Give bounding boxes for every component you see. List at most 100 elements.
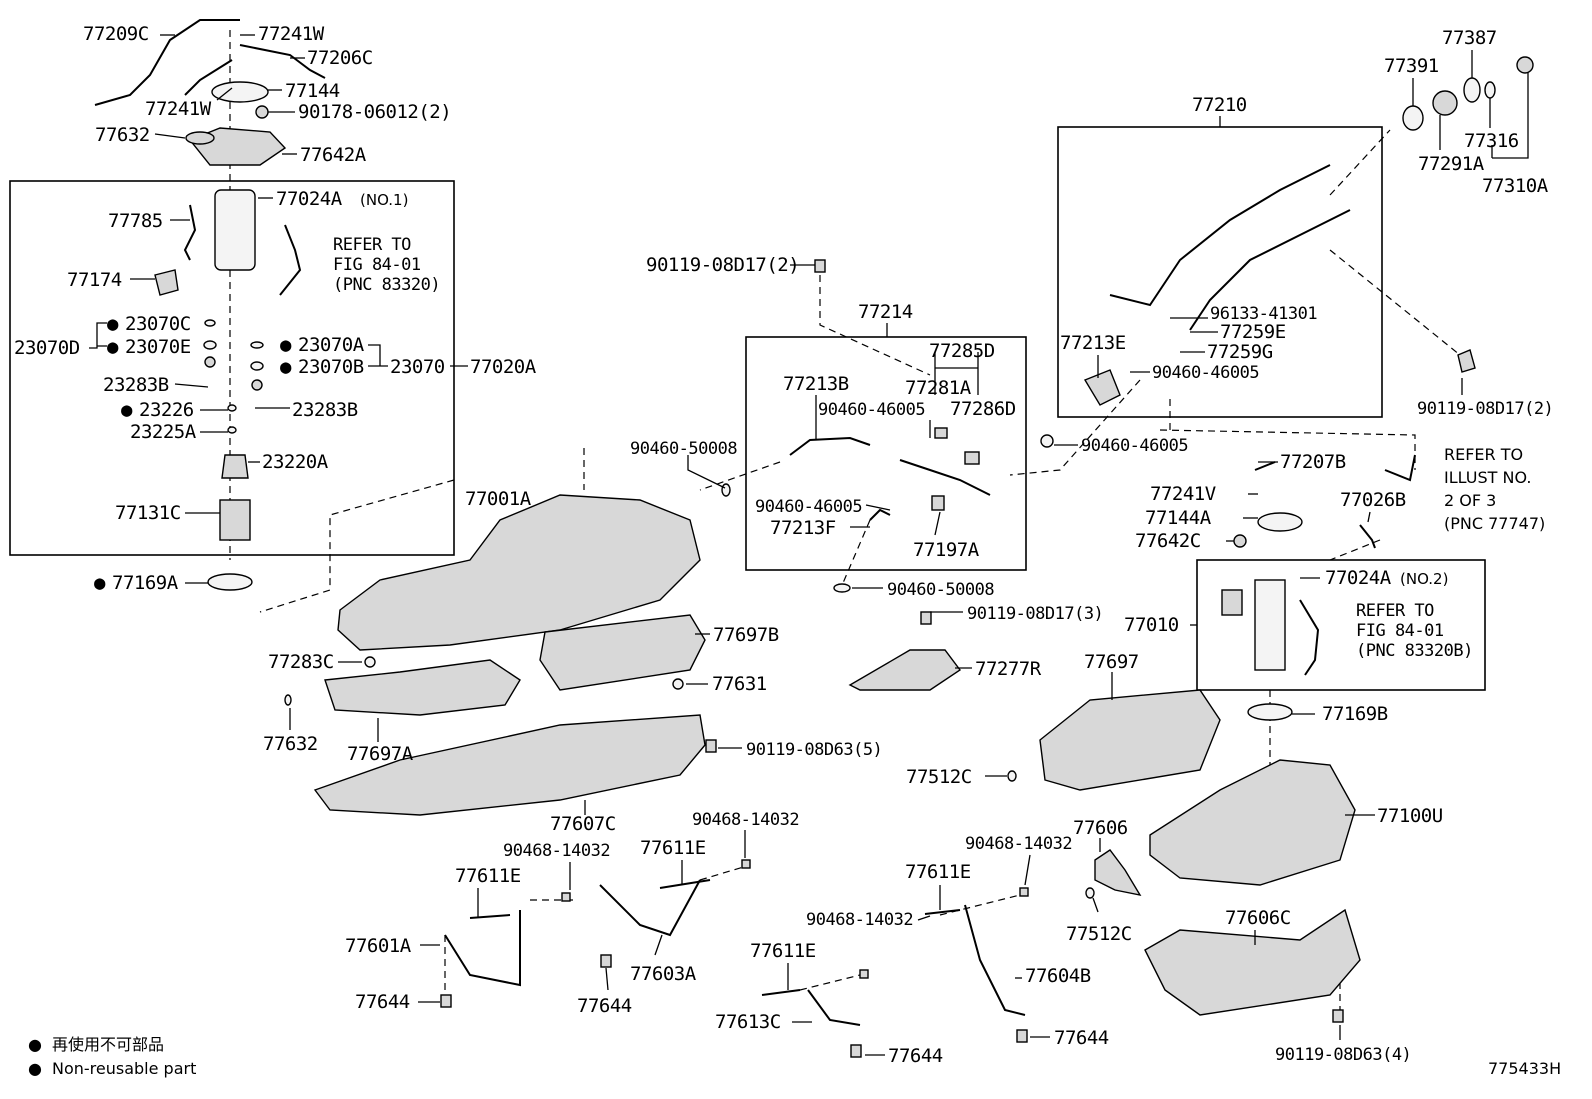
label-77207B: 77207B [1280,451,1346,473]
label-77642C: 77642C [1135,530,1201,552]
label-77613C: 77613C [715,1011,781,1033]
label-77310A: 77310A [1482,175,1549,197]
label-77603A: 77603A [630,963,697,985]
filler-pipe-77210 [1109,164,1331,307]
leader-lines [89,34,1529,1056]
bolt-90119-D63-4 [1332,1009,1344,1023]
label-77281A: 77281A [905,377,972,399]
refer-hose-sketch [1384,454,1416,482]
wire-77785 [183,204,197,261]
bolt-90119-D63-5 [705,739,717,753]
label-23070: 23070 [390,356,445,378]
label-90119-08D17-3: 90119-08D17(3) [967,604,1103,624]
marker-77169A: ● [94,572,106,594]
clip-dashline [839,519,871,591]
label-90119-08D17-2b: 90119-08D17(2) [1417,399,1553,419]
seal-77631 [672,678,684,690]
hose-dashline [1329,539,1381,561]
clip-90460-50008-top [721,483,731,497]
label-77697B: 77697B [713,624,779,646]
hose-to-tank-dashline [699,461,781,491]
filter-77131C [219,499,251,541]
label-90178: 90178-06012(2) [298,101,451,123]
cap-77291A [1432,90,1458,116]
clamp-77197A [931,495,945,511]
refer3-line1: REFER TO [1356,601,1434,621]
rod-77611E-d [924,909,961,915]
label-77611E-c: 77611E [905,861,971,883]
bolt-to-hose-dashline [819,275,931,376]
label-23220A: 23220A [262,451,329,473]
label-77512C-bottom: 77512C [1066,923,1132,945]
label-77144: 77144 [285,80,340,102]
label-90119-08D63-5: 90119-08D63(5) [746,740,882,760]
label-90460-50008-a: 90460-50008 [630,439,737,459]
legend-english: Non-reusable part [52,1059,196,1078]
oring-23070A [250,341,264,349]
seal-77632-bottom [284,694,292,706]
clip-90460-50008-bottom [833,583,851,593]
label-77241V: 77241V [1150,483,1216,505]
sub-tank-77100U [1149,759,1356,886]
sender-wire [279,224,302,296]
label-90468-14032-a: 90468-14032 [692,810,799,830]
legend-marker-en: ● [28,1059,42,1078]
strainer-23220A [221,454,249,479]
pipe-77281A [899,459,991,496]
label-77632-bottom: 77632 [263,733,318,755]
label-77644-d: 77644 [1054,1027,1109,1049]
pump-module-77024A [214,189,256,271]
breather-pipe [1189,209,1351,331]
label-77026B: 77026B [1340,489,1406,511]
figure-id: 775433H [1488,1059,1561,1078]
protector-77606C [1144,908,1361,1016]
seal-77512C-right [1007,770,1017,782]
rod-77611E-a [469,914,511,919]
band-77613C [807,989,861,1026]
label-77197A: 77197A [913,539,980,561]
label-90468-14032-c: 90468-14032 [965,834,1072,854]
refer3-line3: (PNC 83320B) [1356,641,1473,661]
label-77285D: 77285D [929,340,995,362]
insulator-77697A [324,659,521,716]
label-77206C: 77206C [307,47,373,69]
label-77611E-b: 77611E [640,837,706,859]
filler-to-hose-dashline [1009,379,1141,476]
label-77024A-no1: (NO.1) [360,191,408,209]
label-77277R: 77277R [975,658,1042,680]
label-23225A: 23225A [130,421,197,443]
label-77644-a: 77644 [355,991,410,1013]
label-23283B-right: 23283B [292,399,358,421]
clamp-77285D [934,427,948,439]
band-b-dashline [699,864,751,881]
bolt-90119-D17-3 [920,611,932,625]
valve-right [251,379,263,391]
label-77611E-a: 77611E [455,865,521,887]
label-77213B: 77213B [783,373,849,395]
label-23070B: 23070B [298,356,364,378]
oring-23070C [204,319,216,327]
bolt-77644-d [1016,1029,1028,1043]
seal-77283C [364,656,376,668]
label-77169A: 77169A [112,572,179,594]
label-23070D: 23070D [14,337,80,359]
label-77606C: 77606C [1225,907,1291,929]
marker-23226: ● [121,399,133,421]
plate-77632-top [185,131,215,145]
label-77631: 77631 [712,673,767,695]
protector-77607C [313,714,706,816]
label-23283B-left: 23283B [103,374,169,396]
label-23226: 23226 [139,399,194,421]
clip-90468-c [859,969,869,979]
marker-23070C: ● [107,313,119,335]
refer2-line1: REFER TO [1444,445,1523,464]
oring-77316 [1484,81,1496,99]
bolt-90119-right [1457,349,1476,373]
oring-23070E [203,340,217,350]
label-77209C: 77209C [83,23,149,45]
label-96133-41301: 96133-41301 [1210,304,1317,324]
sub-sender-wire [1299,599,1320,676]
marker-23070A: ● [280,334,292,356]
seal-77512C-bottom [1085,887,1095,899]
